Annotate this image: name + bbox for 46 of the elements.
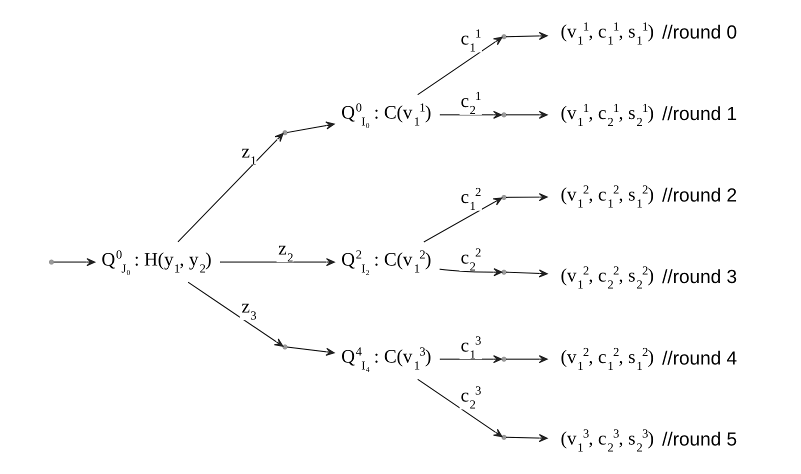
node-text: Q$^{2}$$_{I₂}$ : C(v$_{1}$$^{2}$)	[340, 248, 431, 276]
node-dot	[500, 434, 506, 440]
arrow	[505, 269, 548, 278]
node-text: (v$_{1}$$^{1}$, c$_{2}$$^{1}$, s$_{2}$$^{1}$)	[560, 100, 654, 129]
arrow	[416, 378, 502, 438]
node-text: (v$_{1}$$^{2}$, c$_{1}$$^{2}$, s$_{1}$$^{2}$)	[560, 182, 654, 210]
arrow	[187, 282, 283, 347]
node-text: Q$^{4}$$_{I₄}$ : C(v$_{1}$$^{3}$)	[340, 344, 431, 373]
node-label: //round 0	[662, 22, 736, 44]
node-dot	[282, 344, 288, 350]
edge-label: z$_{2}$	[278, 238, 293, 264]
arrow	[439, 355, 502, 364]
node-dot	[282, 130, 288, 136]
node-dot	[500, 34, 506, 40]
arrow	[416, 36, 502, 96]
node-label: //round 5	[662, 430, 736, 451]
arrow	[423, 197, 502, 242]
node-text: (v$_{1}$$^{2}$, c$_{1}$$^{2}$, s$_{1}$$^{2}$)	[560, 345, 654, 374]
arrow	[177, 132, 284, 242]
arrow	[506, 32, 548, 40]
arrow	[439, 268, 502, 276]
node-dot	[500, 356, 506, 362]
node-label: //round 3	[662, 266, 736, 288]
arrow	[506, 355, 548, 364]
arrow	[219, 258, 334, 266]
arrow	[506, 193, 548, 202]
arrow	[506, 110, 548, 119]
node-dot	[48, 260, 54, 265]
node-text: (v$_{1}$$^{2}$, c$_{2}$$^{2}$, s$_{2}$$^{2}$)	[560, 264, 654, 292]
node-text: Q$^{0}$$_{I₀}$ : C(v$_{1}$$^{1}$)	[340, 100, 431, 128]
node-label: //round 1	[662, 104, 736, 125]
edge-label: z$_{3}$	[240, 296, 256, 322]
arrow	[286, 121, 334, 134]
arrow	[506, 434, 548, 442]
node-dot	[500, 112, 506, 118]
arrow	[53, 258, 95, 266]
node-text: (v$_{1}$$^{3}$, c$_{2}$$^{3}$, s$_{2}$$^{3}$)	[560, 426, 654, 455]
node-text: Q$^{0}$$_{J₀}$ : H(y$_{1}$, y$_{2}$)	[100, 248, 212, 276]
arrow	[439, 110, 502, 119]
node-text: (v$_{1}$$^{1}$, c$_{1}$$^{1}$, s$_{1}$$^{1}$)	[560, 19, 654, 48]
node-label: //round 2	[662, 185, 736, 206]
arrow	[286, 346, 334, 356]
node-dot	[500, 270, 506, 275]
node-label: //round 4	[662, 348, 736, 370]
node-dot	[500, 194, 506, 200]
edge-label: z$_{1}$	[240, 141, 256, 168]
